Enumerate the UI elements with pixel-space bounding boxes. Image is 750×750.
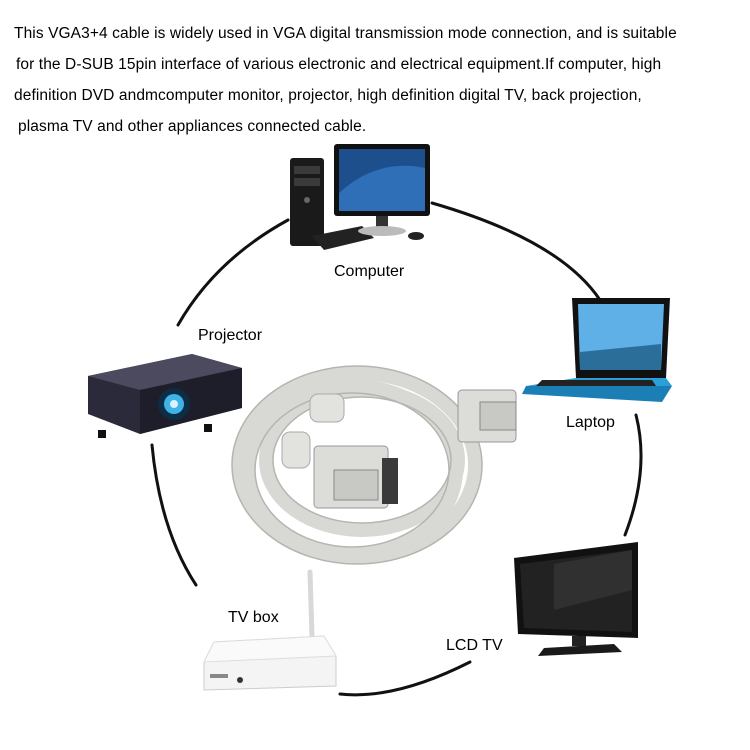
projector-image: [88, 354, 242, 438]
vga-cable-image: [231, 365, 517, 565]
description-line-1: This VGA3+4 cable is widely used in VGA …: [14, 25, 677, 42]
description-line-3: definition DVD andmcomputer monitor, pro…: [14, 87, 642, 104]
projector-label: Projector: [198, 327, 263, 344]
arc-laptop-lcdtv: [623, 413, 643, 537]
laptop-label: Laptop: [566, 414, 615, 431]
lcd-tv-label: LCD TV: [446, 637, 503, 654]
description-paragraph: This VGA3+4 cable is widely used in VGA …: [14, 18, 738, 142]
tv-box-label: TV box: [228, 609, 279, 626]
computer-image: [290, 144, 430, 250]
arc-tvbox-projector: [150, 443, 198, 587]
description-line-4: plasma TV and other appliances connected…: [18, 118, 367, 135]
laptop-image: [522, 298, 672, 402]
arc-projector-computer: [176, 218, 290, 327]
computer-label: Computer: [334, 263, 405, 280]
tv-box-image: [203, 569, 337, 691]
arc-computer-laptop: [430, 201, 602, 302]
arc-lcdtv-tvbox: [338, 660, 472, 697]
lcd-tv-image: [514, 542, 638, 656]
description-line-2: for the D-SUB 15pin interface of various…: [16, 56, 662, 73]
